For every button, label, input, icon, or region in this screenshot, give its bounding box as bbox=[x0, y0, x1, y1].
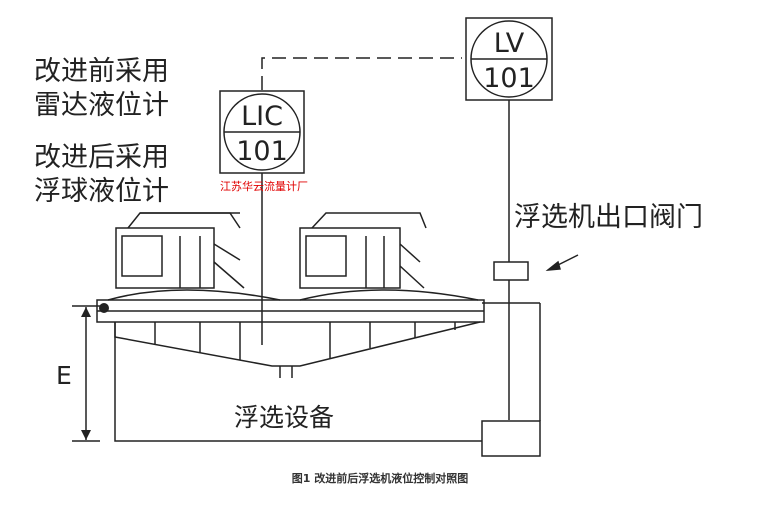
note-before-1: 改进前采用 bbox=[34, 56, 169, 87]
figure-caption: 图1 改进前后浮选机液位控制对照图 bbox=[292, 471, 468, 485]
dimension-label: E bbox=[56, 361, 72, 390]
note-after-1: 改进后采用 bbox=[34, 142, 169, 173]
watermark: 江苏华云流量计厂 bbox=[220, 179, 308, 193]
cell-right-top bbox=[299, 289, 479, 301]
dim-arrow-bottom bbox=[81, 430, 91, 440]
note-before-2: 雷达液位计 bbox=[34, 90, 169, 121]
lv-tag: LV bbox=[494, 28, 525, 59]
note-equipment: 浮选设备 bbox=[234, 403, 334, 432]
note-after-2: 浮球液位计 bbox=[34, 176, 169, 207]
outlet-valve bbox=[493, 261, 529, 281]
tank-outline bbox=[114, 322, 482, 442]
lic-tag: LIC bbox=[241, 101, 283, 132]
lv-number: 101 bbox=[483, 63, 535, 94]
lic-number: 101 bbox=[236, 136, 288, 167]
cone-bottom bbox=[114, 321, 481, 367]
mechanism-left bbox=[115, 227, 215, 289]
mechanism-right bbox=[299, 227, 401, 289]
valve-arrow-head bbox=[545, 260, 561, 271]
note-valve: 浮选机出口阀门 bbox=[514, 202, 703, 233]
outlet-box bbox=[481, 420, 541, 457]
dim-arrow-top bbox=[81, 307, 91, 317]
signal-line-dashed bbox=[261, 57, 462, 90]
level-float bbox=[99, 303, 109, 313]
cell-left-top bbox=[107, 289, 281, 301]
